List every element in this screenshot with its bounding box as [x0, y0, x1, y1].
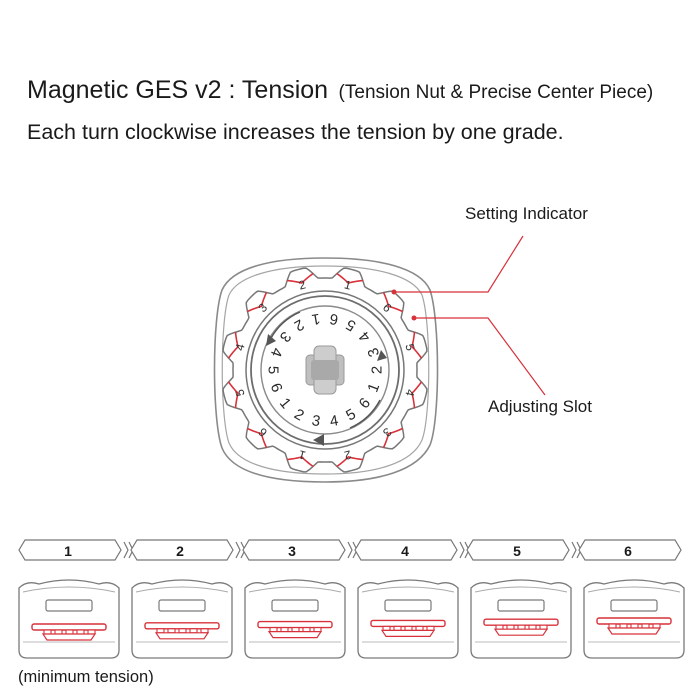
grade-label-1: 1 — [64, 543, 72, 559]
grade-label-2: 2 — [176, 543, 184, 559]
outer-ring-digit: 4 — [232, 342, 247, 352]
grade-scale-bar — [18, 539, 682, 561]
adjusting-slot-mark — [382, 292, 403, 313]
inner-ring-digit: 6 — [328, 310, 339, 328]
grade-segment — [354, 539, 458, 561]
outer-ring-digit: 4 — [402, 388, 417, 398]
grade-thumbnail — [357, 579, 459, 659]
grade-label-4: 4 — [401, 543, 409, 559]
grade-segment — [242, 539, 346, 561]
center-hub-icon — [305, 345, 345, 395]
grade-thumbnails — [18, 579, 685, 659]
adjusting-slot-mark — [227, 331, 239, 359]
inner-ring-digit: 2 — [369, 366, 386, 374]
adjusting-slot-mark — [411, 331, 423, 359]
page-title-note: (Tension Nut & Precise Center Piece) — [338, 82, 654, 103]
grade-segment — [18, 539, 122, 561]
page-subtitle: Each turn clockwise increases the tensio… — [27, 120, 564, 144]
adjusting-slot-mark — [247, 427, 268, 448]
adjusting-slot-label: Adjusting Slot — [488, 397, 592, 416]
dial-housing-inner — [221, 265, 430, 475]
title-row: Magnetic GES v2 : Tension (Tension Nut &… — [27, 76, 653, 105]
chevron-right-icon — [571, 541, 577, 559]
page-title: Magnetic GES v2 : Tension — [27, 76, 329, 104]
chevron-right-icon — [459, 541, 465, 559]
outer-ring-digit: 2 — [297, 277, 307, 292]
grade-thumbnail — [583, 579, 685, 659]
arrow-head-right-icon — [377, 350, 387, 361]
adjusting-slot-mark — [286, 272, 314, 284]
adjusting-slot-mark — [247, 292, 268, 313]
adjusting-slot-mark — [382, 427, 403, 448]
inner-ring-digit: 5 — [265, 366, 282, 374]
outer-ring-divider — [245, 290, 405, 450]
setting-indicator-label: Setting Indicator — [465, 204, 588, 223]
grade-label-6: 6 — [624, 543, 632, 559]
adjusting-slot-mark — [336, 456, 364, 468]
center-piece-inner-ring — [260, 305, 390, 435]
arrow-head-top-icon — [266, 334, 276, 346]
inner-ring-digit: 3 — [310, 412, 321, 430]
grade-thumbnail — [131, 579, 233, 659]
grade-thumbnail — [244, 579, 346, 659]
grade-segment — [130, 539, 234, 561]
grade-segment — [578, 539, 682, 561]
chevron-right-icon — [347, 541, 353, 559]
outer-ring-digit: 5 — [402, 342, 417, 352]
adjusting-slot-mark — [286, 456, 314, 468]
arrow-head-bottom-icon — [313, 434, 324, 446]
adjusting-slot-mark — [227, 381, 239, 409]
grade-label-3: 3 — [288, 543, 296, 559]
callout-lines — [391, 235, 546, 396]
grade-thumbnail — [18, 579, 120, 659]
outer-ring-digit: 2 — [342, 447, 352, 462]
outer-ring-digit: 5 — [232, 387, 247, 397]
chevron-right-icon — [235, 541, 241, 559]
grade-segment — [466, 539, 570, 561]
minimum-tension-note: (minimum tension) — [18, 668, 154, 686]
inner-ring-digit: 1 — [310, 310, 321, 328]
grade-thumbnail — [470, 579, 572, 659]
grade-label-5: 5 — [513, 543, 521, 559]
outer-ring-digit: 1 — [297, 447, 307, 462]
inner-ring-digit: 4 — [328, 412, 339, 430]
outer-ring-digit: 1 — [343, 277, 353, 292]
adjusting-slot-mark — [411, 381, 423, 409]
clockwise-arrow-bottom — [349, 399, 381, 429]
adjusting-slots — [227, 272, 423, 468]
chevron-right-icon — [123, 541, 129, 559]
adjusting-slot-mark — [336, 272, 364, 284]
